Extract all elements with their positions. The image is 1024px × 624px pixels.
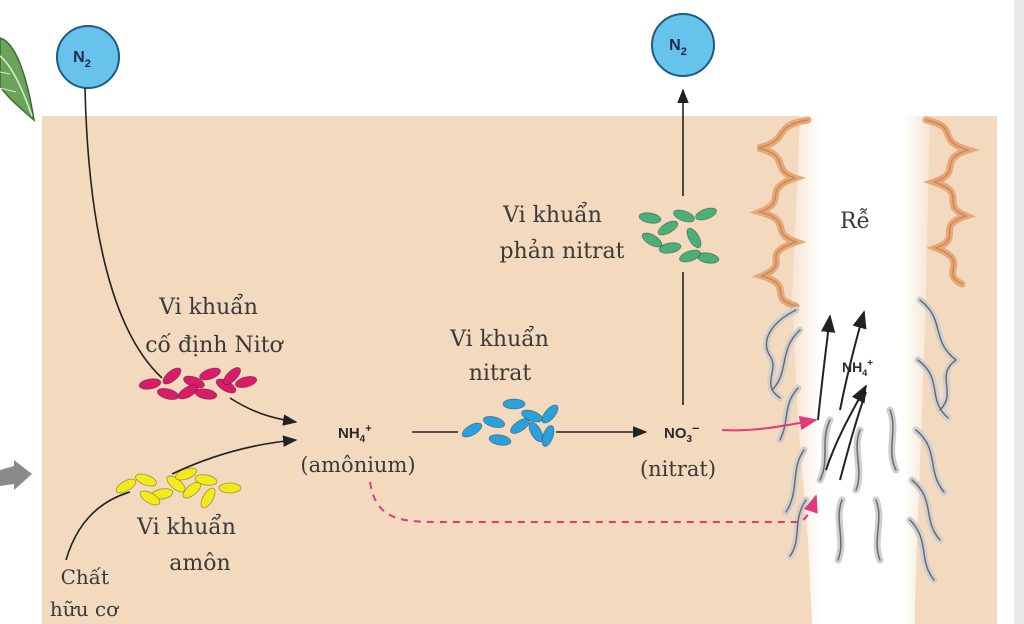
denitrifying-bacteria-label-line1: Vi khuẩn <box>502 200 602 228</box>
root-ammonium-node: NH4+ <box>842 358 873 378</box>
fixing-bacterium <box>138 378 162 390</box>
ammonium-node: NH4+ (amônium) <box>300 423 415 477</box>
ammonifying-bacterium <box>115 478 137 494</box>
fixing-bacterium <box>223 367 241 385</box>
ammonifying-bacterium <box>139 490 161 506</box>
n2-left-label: N <box>73 49 85 66</box>
svg-text:NH4+: NH4+ <box>338 423 372 445</box>
root-ammonium-formula: NH <box>842 359 862 375</box>
fixing-bacteria-label-line1: Vi khuẩn <box>158 292 258 320</box>
organic-matter-label-line2: hữu cơ <box>50 597 119 621</box>
arrow-organic-to-ammonifying <box>65 491 131 561</box>
svg-text:N2: N2 <box>669 37 687 58</box>
ammonifying-bacterium <box>200 487 216 509</box>
svg-text:NH4+: NH4+ <box>842 358 873 378</box>
ammonifying-bacteria-group <box>115 467 242 509</box>
n2-right-sub: 2 <box>681 46 687 58</box>
gray-arrow-icon <box>0 460 32 490</box>
ammonifying-bacteria-label: Vi khuẩn amôn <box>136 512 243 576</box>
ammonium-name: (amônium) <box>300 453 415 477</box>
denitrifying-bacteria-label: Vi khuẩn phản nitrat <box>499 200 624 264</box>
n2-right-label: N <box>669 37 681 54</box>
root-label: Rễ <box>840 208 870 234</box>
n2-node-right: N2 <box>651 13 715 77</box>
fixing-bacteria-label: Vi khuẩn cố định Nitơ <box>145 292 284 358</box>
denitrifying-bacterium <box>686 227 702 249</box>
n2-left-sub: 2 <box>85 58 91 70</box>
root-ammonium-sup: + <box>867 358 873 369</box>
fixing-bacteria-label-line2: cố định Nitơ <box>145 332 284 358</box>
nitrifying-bacterium <box>461 422 483 438</box>
nitrifying-bacteria-label-line2: nitrat <box>469 361 532 386</box>
n2-node-left: N2 <box>56 25 120 89</box>
ammonium-sup: + <box>365 423 371 435</box>
root-uptake-arrows <box>817 310 867 481</box>
ammonifying-bacterium <box>175 467 197 481</box>
fixing-bacterium <box>162 367 182 385</box>
root <box>749 116 981 624</box>
nitrate-formula: NO <box>664 425 687 442</box>
ammonifying-bacterium <box>218 482 242 494</box>
denitrifying-bacterium <box>673 209 695 223</box>
denitrifying-bacterium <box>657 220 679 236</box>
ammonium-sub: 4 <box>360 434 366 445</box>
denitrifying-bacterium <box>658 242 682 254</box>
arrow-ammonifying-to-ammonium <box>171 435 298 475</box>
nitrifying-bacterium <box>521 409 543 423</box>
fixing-bacterium <box>194 388 218 400</box>
arrow-n2-to-fixing-bacteria <box>84 87 163 379</box>
leaf-icon <box>0 37 36 122</box>
ammonifying-bacteria-label-line1: Vi khuẩn <box>136 512 236 540</box>
nitrifying-bacterium <box>528 421 544 443</box>
root-ammonium-sub: 4 <box>862 368 867 378</box>
ammonifying-bacterium <box>166 475 186 493</box>
fixing-bacterium <box>177 384 199 400</box>
organic-matter-label: Chất hữu cơ <box>50 565 119 621</box>
arrow-ammonium-to-root-dashed <box>369 481 818 523</box>
svg-text:NO3–: NO3– <box>664 420 699 445</box>
nitrifying-bacteria-label: Vi khuẩn nitrat <box>449 324 556 386</box>
ammonium-formula: NH <box>338 425 360 442</box>
nitrate-sub: 3 <box>687 434 693 445</box>
fixing-bacteria-group <box>138 367 258 401</box>
arrow-fixing-to-ammonium <box>229 397 298 426</box>
denitrifying-bacterium <box>638 212 662 224</box>
nitrifying-bacterium <box>482 415 506 429</box>
nitrifying-bacteria-label-line1: Vi khuẩn <box>449 324 549 352</box>
fixing-bacterium <box>234 375 258 389</box>
organic-matter-label-line1: Chất <box>61 565 109 589</box>
denitrifying-bacteria-label-line2: phản nitrat <box>499 238 624 264</box>
nitrate-node: NO3– (nitrat) <box>640 420 716 481</box>
denitrifying-bacterium <box>641 232 663 248</box>
denitrifying-bacteria-group <box>638 207 720 264</box>
ammonifying-bacteria-label-line2: amôn <box>169 551 230 576</box>
nitrifying-bacterium <box>541 425 555 447</box>
nitrate-name: (nitrat) <box>640 457 716 481</box>
page-edge <box>1014 0 1024 624</box>
nitrate-sup: – <box>692 420 699 435</box>
arrow-nitrate-to-root <box>721 415 818 432</box>
fixing-bacterium <box>199 367 221 381</box>
nitrifying-bacteria-group <box>461 398 559 447</box>
nitrifying-bacterium <box>541 404 559 424</box>
ammonifying-bacterium <box>194 474 218 486</box>
svg-text:N2: N2 <box>73 49 91 70</box>
denitrifying-bacterium <box>695 207 717 221</box>
nitrifying-bacterium <box>502 398 526 410</box>
nitrifying-bacterium <box>488 434 512 446</box>
ammonifying-bacterium <box>135 473 157 487</box>
denitrifying-bacterium <box>679 249 701 263</box>
